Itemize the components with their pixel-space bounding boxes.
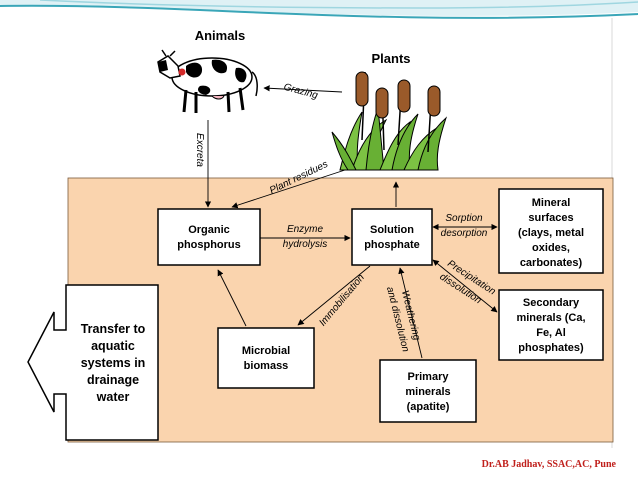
transfer-to-aquatic-arrow: Transfer to aquatic systems in drainage …: [27, 284, 159, 441]
solution-line-2: phosphate: [364, 239, 420, 251]
mineral-line-1: Mineral: [532, 197, 571, 209]
top-swoosh-decoration: [0, 0, 638, 19]
hydrolysis-label: hydrolysis: [283, 239, 327, 250]
author-credit: Dr.AB Jadhav, SSAC,AC, Pune: [481, 459, 616, 470]
secondary-minerals-box: Secondary minerals (Ca, Fe, Al phosphate…: [498, 289, 604, 361]
mineral-line-5: carbonates): [520, 257, 583, 269]
sorption-label: Sorption: [445, 213, 483, 224]
mineral-surfaces-box: Mineral surfaces (clays, metal oxides, c…: [498, 188, 604, 274]
excreta-label: Excreta: [194, 133, 205, 167]
primary-line-2: minerals: [405, 386, 450, 398]
weathering-arrow: [398, 267, 423, 359]
grazing-label: Grazing: [282, 82, 319, 102]
plants-label: Plants: [371, 51, 410, 66]
organic-phosphorus-box: Organic phosphorus: [157, 208, 261, 266]
mineral-line-2: surfaces: [528, 212, 573, 224]
primary-line-3: (apatite): [407, 401, 450, 413]
mineral-line-4: oxides,: [532, 242, 570, 254]
cow-icon: [157, 49, 258, 113]
plants-icon: [331, 71, 448, 171]
secondary-line-1: Secondary: [523, 297, 580, 309]
microbial-biomass-box: Microbial biomass: [217, 327, 315, 389]
solution-phosphate-box: Solution phosphate: [351, 208, 433, 266]
transfer-line-1: Transfer to: [81, 322, 146, 336]
mineralisation-arrow: [217, 269, 247, 327]
microbial-line-2: biomass: [244, 360, 289, 372]
transfer-line-5: water: [96, 390, 130, 404]
precipitation-arrow: [432, 259, 498, 313]
mineral-line-3: (clays, metal: [518, 227, 584, 239]
plant-residues-arrow: [231, 169, 346, 209]
secondary-line-2: minerals (Ca,: [516, 312, 585, 324]
organic-line-1: Organic: [188, 224, 230, 236]
transfer-line-4: drainage: [87, 373, 139, 387]
enzyme-label: Enzyme: [287, 224, 324, 235]
immobilisation-arrow: [297, 265, 371, 326]
solution-line-1: Solution: [370, 224, 414, 236]
organic-line-2: phosphorus: [177, 239, 241, 251]
primary-line-1: Primary: [408, 371, 450, 383]
microbial-line-1: Microbial: [242, 345, 290, 357]
grazing-arrow: [263, 85, 343, 93]
transfer-line-2: aquatic: [91, 339, 135, 353]
animals-label: Animals: [195, 28, 246, 43]
secondary-line-4: phosphates): [518, 342, 584, 354]
transfer-line-3: systems in: [81, 356, 146, 370]
desorption-label: desorption: [441, 228, 488, 239]
primary-minerals-box: Primary minerals (apatite): [379, 359, 477, 423]
secondary-line-3: Fe, Al: [536, 327, 566, 339]
